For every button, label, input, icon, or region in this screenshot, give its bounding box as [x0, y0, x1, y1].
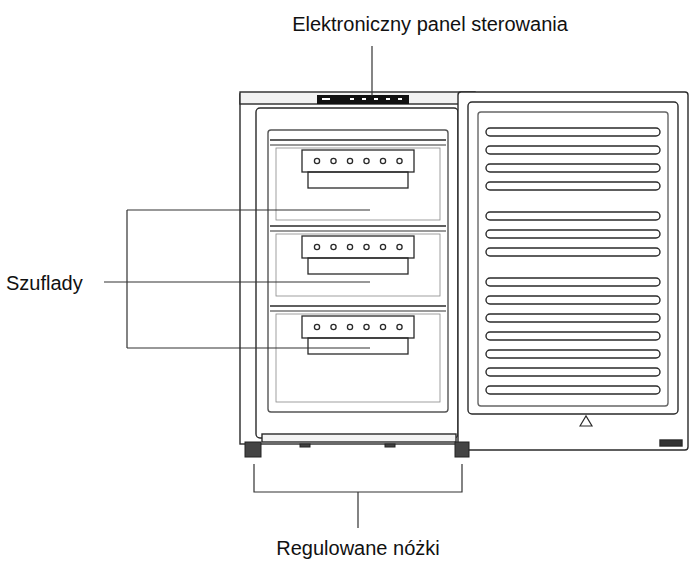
shelf-edge — [270, 310, 446, 311]
drawer-dot — [397, 158, 402, 163]
feet-bracket — [254, 464, 462, 528]
shelf-edge — [270, 230, 446, 231]
shelf-edge — [270, 225, 446, 226]
freezer-body — [240, 92, 475, 444]
door-rib — [486, 296, 660, 304]
callout-label: Elektroniczny panel sterowania — [292, 13, 568, 36]
drawer-dot — [397, 244, 402, 249]
door-rib — [486, 386, 660, 394]
door-rib — [486, 230, 660, 238]
drawer-dot — [347, 244, 352, 249]
shelf-edge — [270, 144, 446, 145]
feet — [245, 442, 469, 457]
door-rib — [486, 368, 660, 376]
door-ribs — [486, 128, 660, 394]
drawers — [270, 140, 446, 402]
inner-compartment — [268, 130, 448, 412]
drawer-dot — [397, 324, 402, 329]
drawer-body — [276, 314, 440, 402]
drawer-dot — [380, 324, 385, 329]
door-rib — [486, 278, 660, 286]
leader-line — [371, 46, 372, 96]
adjustable-foot — [455, 442, 469, 457]
drawer-dot — [314, 324, 319, 329]
drawer-bracket — [104, 210, 370, 348]
drawer-body — [276, 234, 440, 296]
door-outer — [458, 92, 688, 450]
drawer-dot — [380, 244, 385, 249]
door-rib — [486, 350, 660, 358]
top-cover — [240, 92, 475, 104]
drawer-body — [276, 148, 440, 220]
plinth-mark — [385, 444, 395, 447]
drawer-handle — [308, 338, 408, 354]
door-rib — [486, 182, 660, 190]
drawer-dot — [331, 324, 336, 329]
shelf-edge — [270, 305, 446, 306]
panel-buttons — [322, 98, 402, 100]
drawer-dot — [347, 324, 352, 329]
drawer-dot — [364, 158, 369, 163]
liner — [256, 108, 458, 438]
drawer-dot — [347, 158, 352, 163]
door-rib — [486, 332, 660, 340]
door-rib — [486, 164, 660, 172]
door-rib — [486, 212, 660, 220]
callout-label: Szuflady — [6, 272, 83, 295]
door-rib — [486, 314, 660, 322]
door-gasket — [468, 102, 678, 414]
cabinet — [240, 94, 475, 444]
door-rib — [486, 146, 660, 154]
plinth — [262, 434, 456, 442]
leader-lines — [104, 46, 462, 528]
drawer-dot — [314, 158, 319, 163]
control-panel-display — [317, 95, 409, 104]
door-inner — [478, 112, 668, 406]
drawer-front — [302, 316, 414, 338]
control-panel — [317, 95, 409, 104]
shelf-edge — [270, 139, 446, 140]
drawer-dot — [364, 324, 369, 329]
drawer-dot — [331, 158, 336, 163]
door — [458, 92, 688, 450]
drawer-handle — [308, 172, 408, 188]
door-rib — [486, 248, 660, 256]
drawer-dot — [380, 158, 385, 163]
plinth-mark — [300, 444, 310, 447]
door-hinge — [660, 440, 682, 446]
adjustable-foot — [245, 442, 261, 457]
door-rib — [486, 128, 660, 136]
warning-symbol — [580, 416, 592, 426]
drawer-front — [302, 236, 414, 258]
drawer-handle — [308, 258, 408, 274]
callout-label: Regulowane nóżki — [276, 537, 439, 560]
drawer-dot — [364, 244, 369, 249]
drawer-dot — [331, 244, 336, 249]
drawer-dot — [314, 244, 319, 249]
drawer-front — [302, 150, 414, 172]
